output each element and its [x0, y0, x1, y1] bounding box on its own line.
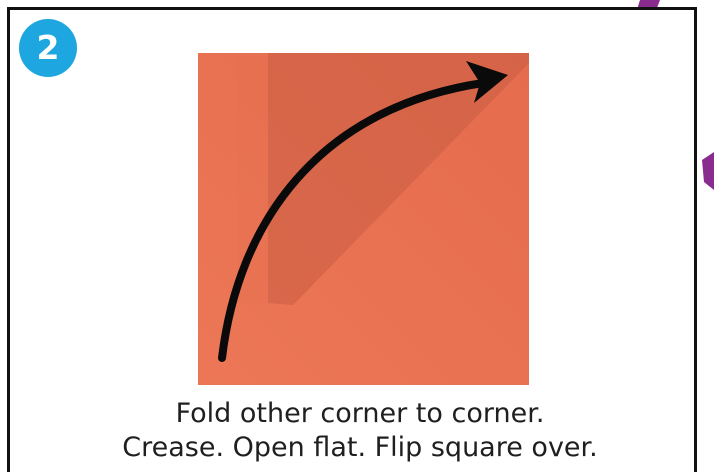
step-number-badge: 2	[19, 19, 77, 77]
origami-illustration	[198, 53, 529, 385]
instruction-line-1: Fold other corner to corner.	[60, 397, 660, 431]
instruction-line-2: Crease. Open flat. Flip square over.	[60, 431, 660, 465]
accent-stroke-right	[702, 152, 714, 190]
